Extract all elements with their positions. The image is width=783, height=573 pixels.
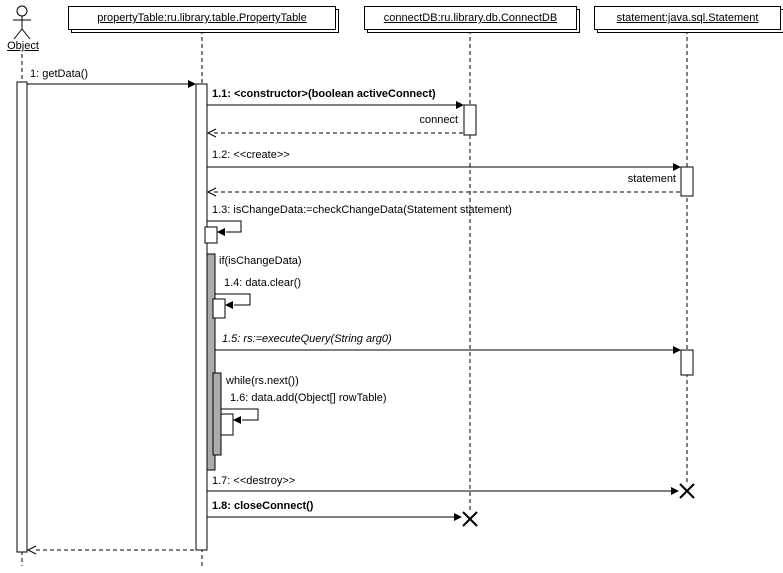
activation-object — [16, 81, 28, 553]
arrow-return-statement — [206, 187, 681, 197]
arrow-return-getdata — [26, 545, 196, 555]
destroy-x-statement-icon — [679, 483, 695, 499]
activation-while-block — [212, 372, 222, 456]
activation-statement-create — [680, 166, 694, 197]
nested-activation-bars — [204, 226, 234, 436]
message-label-connect-return: connect — [419, 114, 458, 126]
lifeline-head-connectdb: connectDB:ru.library.db.ConnectDB — [364, 6, 577, 30]
arrow-return-connect — [206, 128, 464, 138]
lifelines — [21, 30, 688, 566]
activation-dataadd — [220, 413, 234, 436]
lifeline-head-statement-label: statement:java.sql.Statement — [616, 12, 759, 24]
arrow-self-dataclear — [215, 293, 251, 309]
actor-icon — [13, 5, 31, 40]
activation-dataclear — [212, 298, 226, 319]
lifeline-head-connectdb-label: connectDB:ru.library.db.ConnectDB — [383, 12, 558, 24]
message-label-dataclear: 1.4: data.clear() — [224, 277, 302, 289]
arrow-self-checkchangedata — [207, 220, 242, 236]
block-label-if: if(isChangeData) — [219, 255, 302, 267]
message-label-constructor: 1.1: <constructor>(boolean activeConnect… — [212, 88, 436, 100]
lifeline-head-statement: statement:java.sql.Statement — [594, 6, 781, 30]
destroy-x-connectdb-icon — [462, 511, 478, 527]
arrow-closeconnect — [207, 513, 462, 521]
block-label-while: while(rs.next()) — [226, 375, 299, 387]
block-activation-bars — [206, 253, 222, 471]
lifeline-head-propertytable: propertyTable:ru.library.table.PropertyT… — [68, 6, 336, 30]
activation-connectdb — [463, 104, 477, 136]
activation-checkchangedata — [204, 226, 218, 244]
message-label-closeconnect: 1.8: closeConnect() — [212, 500, 314, 512]
message-label-dataadd: 1.6: data.add(Object[] rowTable) — [230, 392, 387, 404]
actor-label: Object — [7, 40, 39, 52]
arrow-destroy-statement — [207, 487, 679, 495]
arrow-constructor — [207, 101, 464, 109]
message-arrows — [26, 80, 681, 555]
arrow-getdata — [27, 80, 196, 88]
arrow-executequery — [215, 346, 681, 354]
arrow-self-dataadd — [221, 408, 259, 424]
message-label-checkchangedata: 1.3: isChangeData:=checkChangeData(State… — [212, 204, 512, 216]
arrow-create-statement — [207, 163, 681, 171]
activation-statement-query — [680, 349, 694, 376]
message-label-destroy: 1.7: <<destroy>> — [212, 475, 296, 487]
message-label-executequery: 1.5: rs:=executeQuery(String arg0) — [222, 333, 392, 345]
message-label-getdata: 1: getData() — [30, 68, 89, 80]
message-label-create: 1.2: <<create>> — [212, 149, 290, 161]
lifeline-head-propertytable-label: propertyTable:ru.library.table.PropertyT… — [97, 12, 307, 24]
activation-bars — [16, 81, 694, 553]
activation-if-block — [206, 253, 216, 471]
activation-propertytable — [195, 83, 208, 551]
message-label-statement-return: statement — [627, 173, 676, 185]
